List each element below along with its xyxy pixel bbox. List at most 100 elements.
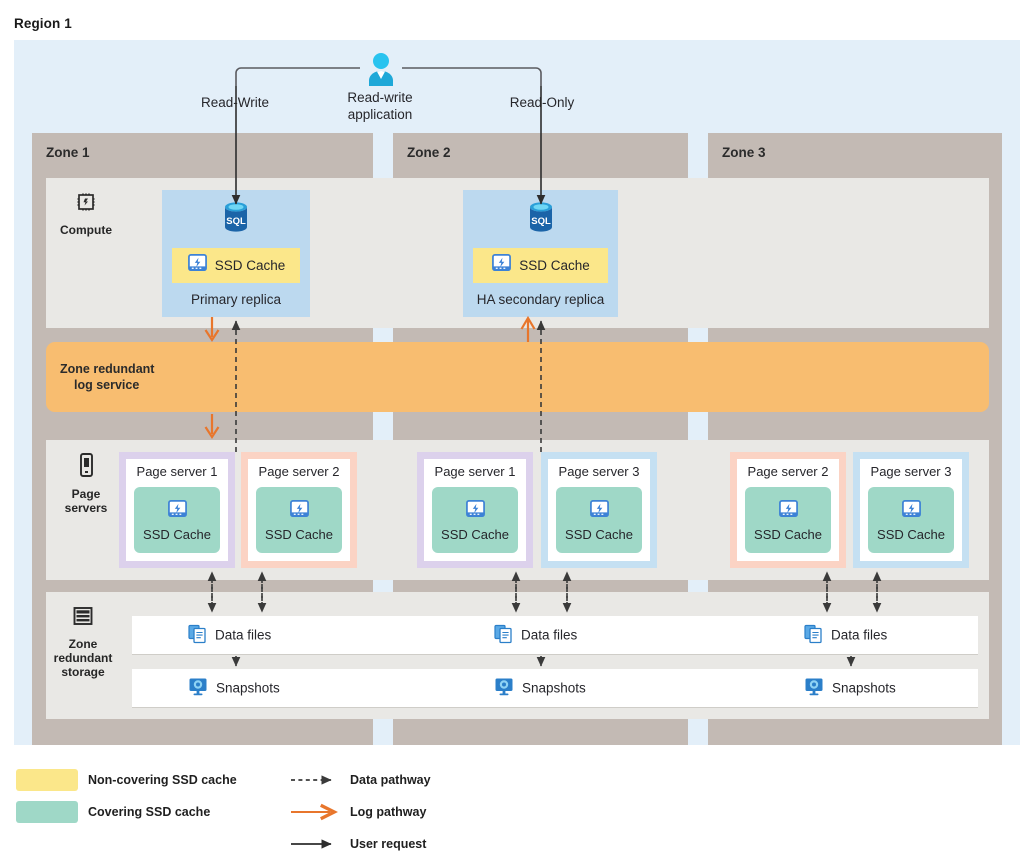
zone-seam-2-3-mid2: [688, 412, 708, 440]
sql-database-icon: SQL: [220, 200, 252, 241]
page-server-name: Page server 1: [136, 464, 218, 479]
page-server-ssd-cache: SSD Cache: [432, 487, 518, 553]
storage-row-label: Zone redundant storage: [43, 637, 123, 679]
data-file-icon: [188, 624, 207, 647]
ssd-disk-icon: [778, 499, 799, 524]
compute-row-header: Compute: [46, 190, 126, 237]
legend-swatch-covering: [16, 801, 78, 823]
zone-label-3: Zone 3: [722, 145, 766, 160]
page-server-cache-label: SSD Cache: [877, 526, 945, 542]
ssd-disk-icon: [589, 499, 610, 524]
page-server-card-z1-2[interactable]: Page server 2 SSD Cache: [241, 452, 357, 568]
compute-row-label: Compute: [60, 223, 112, 237]
page-server-card-z3-2[interactable]: Page server 2 SSD Cache: [730, 452, 846, 568]
page-servers-row-header: Page servers: [46, 452, 126, 515]
legend-lines-layer: [291, 775, 338, 849]
ha-secondary-ssd-cache-label: SSD Cache: [519, 258, 590, 273]
zone-label-2: Zone 2: [407, 145, 451, 160]
storage-label-line3: storage: [61, 665, 105, 679]
zone-seam-1-2-mid1: [373, 328, 393, 342]
ha-secondary-replica-name: HA secondary replica: [476, 292, 605, 307]
page-server-ssd-cache: SSD Cache: [134, 487, 220, 553]
ssd-disk-icon: [491, 253, 512, 278]
page-server-card-z3-3[interactable]: Page server 3 SSD Cache: [853, 452, 969, 568]
data-files-item-zone1[interactable]: Data files: [188, 624, 271, 647]
legend-swatch-non-covering: [16, 769, 78, 791]
page-servers-row-label: Page servers: [46, 487, 126, 515]
ssd-disk-icon: [901, 499, 922, 524]
ssd-disk-icon: [289, 499, 310, 524]
region-title: Region 1: [14, 16, 72, 31]
log-service-label: Zone redundant log service: [60, 361, 210, 393]
legend-label-log-pathway: Log pathway: [350, 805, 427, 819]
storage-label-line2: redundant: [53, 651, 113, 665]
page-server-cache-label: SSD Cache: [265, 526, 333, 542]
page-server-ssd-cache: SSD Cache: [556, 487, 642, 553]
sql-database-icon: SQL: [525, 200, 557, 241]
data-files-label: Data files: [215, 627, 272, 643]
snapshots-bar: Snapshots Snapshots Snapshots: [132, 669, 978, 708]
snapshots-label: Snapshots: [216, 680, 280, 696]
zone-seam-1-2-bottom: [373, 719, 393, 745]
legend-label-non-covering: Non-covering SSD cache: [88, 773, 237, 787]
primary-replica-name: Primary replica: [190, 292, 282, 307]
legend-label-data-pathway: Data pathway: [350, 773, 431, 787]
zone-seam-1-2-mid2: [373, 412, 393, 440]
zone-seam-2-3-mid1: [688, 328, 708, 342]
snapshots-item-zone3[interactable]: Snapshots: [804, 677, 896, 700]
ha-secondary-ssd-cache: SSD Cache: [473, 248, 608, 283]
snapshots-item-zone2[interactable]: Snapshots: [494, 677, 586, 700]
ha-secondary-replica-card[interactable]: SQL SSD Cache HA secondary replica: [463, 190, 618, 317]
data-files-bar: Data files Data files Data files: [132, 616, 978, 655]
page-servers-label-line2: servers: [64, 501, 108, 515]
page-server-name: Page server 2: [258, 464, 340, 479]
page-server-ssd-cache: SSD Cache: [745, 487, 831, 553]
page-server-cache-label: SSD Cache: [441, 526, 509, 542]
data-file-icon: [804, 624, 823, 647]
zone-seam-2-3-mid3: [688, 580, 708, 592]
zone-seam-2-3-bottom: [688, 719, 708, 745]
snapshot-icon: [188, 677, 208, 700]
zone-seam-2-3-top: [688, 133, 708, 178]
page-server-cache-label: SSD Cache: [565, 526, 633, 542]
log-service-label-line1: Zone redundant: [60, 362, 155, 376]
page-server-name: Page server 1: [434, 464, 516, 479]
legend-label-user-request: User request: [350, 837, 427, 851]
data-files-item-zone2[interactable]: Data files: [494, 624, 577, 647]
snapshots-label: Snapshots: [832, 680, 896, 696]
page-server-card-z2-1[interactable]: Page server 1 SSD Cache: [417, 452, 533, 568]
storage-stack-icon: [71, 607, 95, 632]
page-server-name: Page server 3: [558, 464, 640, 479]
snapshots-label: Snapshots: [522, 680, 586, 696]
ssd-disk-icon: [465, 499, 486, 524]
page-server-name: Page server 3: [870, 464, 952, 479]
primary-ssd-cache-label: SSD Cache: [214, 258, 286, 273]
page-server-cache-label: SSD Cache: [754, 526, 822, 542]
read-only-path-label: Read-Only: [509, 95, 575, 110]
page-server-cache-label: SSD Cache: [143, 526, 211, 542]
app-label-line1: Read-write: [347, 90, 413, 105]
zone-label-1: Zone 1: [46, 145, 90, 160]
page-servers-label-line1: Page: [71, 487, 101, 501]
zone-seam-1-2-top: [373, 133, 393, 178]
storage-label-line1: Zone: [68, 637, 98, 651]
read-write-path-label: Read-Write: [200, 95, 270, 110]
server-device-icon: [75, 453, 97, 482]
read-write-application-label: Read-write application: [325, 89, 435, 123]
data-file-icon: [494, 624, 513, 647]
data-files-label: Data files: [831, 627, 888, 643]
page-server-card-z2-3[interactable]: Page server 3 SSD Cache: [541, 452, 657, 568]
snapshot-icon: [494, 677, 514, 700]
snapshots-item-zone1[interactable]: Snapshots: [188, 677, 280, 700]
data-files-label: Data files: [521, 627, 578, 643]
page-server-card-z1-1[interactable]: Page server 1 SSD Cache: [119, 452, 235, 568]
primary-replica-card[interactable]: SQL SSD Cache Primary replica: [162, 190, 310, 317]
snapshot-icon: [804, 677, 824, 700]
primary-ssd-cache: SSD Cache: [172, 248, 300, 283]
legend-label-covering: Covering SSD cache: [88, 805, 211, 819]
zone-redundant-log-service[interactable]: Zone redundant log service: [46, 342, 989, 412]
data-files-item-zone3[interactable]: Data files: [804, 624, 887, 647]
cpu-chip-icon: [74, 193, 98, 218]
app-label-line2: application: [347, 107, 413, 122]
svg-text:SQL: SQL: [226, 216, 246, 227]
